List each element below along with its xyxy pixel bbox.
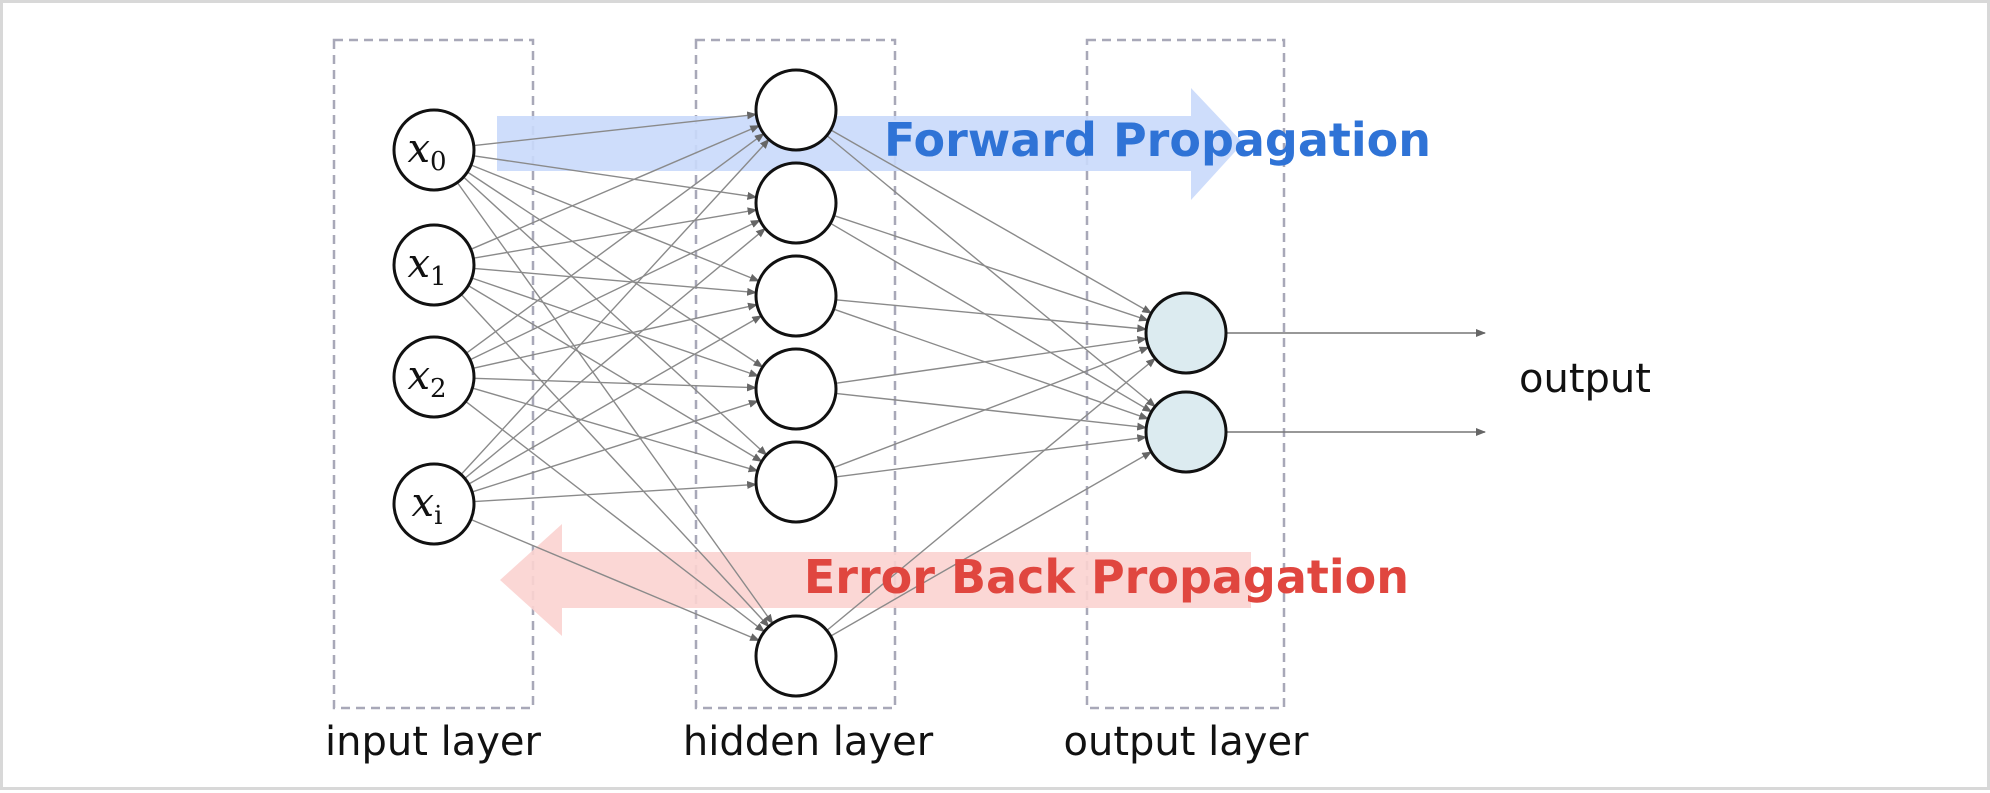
connection-edge	[826, 134, 1156, 408]
connection-edge	[460, 138, 770, 475]
input-node-symbol: x	[407, 353, 430, 399]
connection-edge	[473, 155, 758, 200]
connection-edge	[830, 129, 1153, 314]
connection-edge	[472, 387, 759, 473]
connection-edge	[473, 480, 758, 503]
connection-edge	[472, 302, 758, 369]
input-node: x1	[392, 223, 476, 307]
back-propagation-label: Error Back Propagation	[804, 550, 1409, 604]
connection-edge	[473, 207, 758, 259]
connection-edge	[470, 125, 761, 250]
connection-edge	[470, 518, 761, 642]
input-node: x0	[392, 108, 476, 192]
connection-edge	[470, 164, 760, 282]
forward-propagation-arrow	[497, 88, 1243, 200]
hidden-node	[754, 614, 838, 698]
hidden-layer-label: hidden layer	[683, 719, 934, 765]
connection-edge	[835, 434, 1148, 478]
connection-edge	[471, 400, 759, 493]
output-node	[1144, 390, 1228, 474]
hidden-node	[754, 440, 838, 524]
connection-edge	[473, 377, 757, 392]
back-propagation-arrow	[500, 524, 1251, 636]
output-node	[1144, 291, 1228, 375]
hidden-node	[754, 347, 838, 431]
svg-text:x2: x2	[407, 353, 446, 404]
connection-edge	[456, 182, 774, 625]
connection-edge	[473, 267, 758, 296]
connection-edge	[830, 451, 1153, 637]
input-node-subscript: 2	[430, 374, 447, 404]
hidden-node	[754, 68, 838, 152]
connection-edge	[833, 346, 1150, 469]
input-node-subscript: 0	[430, 147, 447, 177]
connection-edge	[467, 284, 763, 463]
input-node: xi	[392, 462, 476, 546]
input-node: x2	[392, 335, 476, 419]
input-layer-box	[332, 38, 535, 710]
connection-edge	[468, 315, 763, 485]
input-node-symbol: x	[407, 126, 430, 172]
connection-edge	[467, 171, 764, 368]
connection-edge	[471, 277, 760, 377]
connection-edge	[830, 222, 1153, 413]
connection-edge	[464, 227, 766, 479]
connection-edge	[833, 214, 1150, 322]
svg-text:x0: x0	[407, 126, 446, 177]
input-node-symbol: x	[407, 241, 430, 287]
forward-propagation-label: Forward Propagation	[884, 113, 1431, 167]
connection-edges	[456, 111, 1156, 642]
input-node-symbol: x	[412, 480, 435, 526]
svg-text:x1: x1	[407, 241, 446, 292]
connection-edge	[835, 299, 1148, 333]
hidden-node	[754, 161, 838, 245]
hidden-layer-box	[694, 38, 897, 710]
input-node-subscript: i	[434, 501, 442, 531]
connection-edge	[469, 219, 761, 361]
neural-network-diagram: Forward Propagation Error Back Propagati…	[325, 38, 1651, 765]
connection-edge	[833, 308, 1150, 420]
connection-edge	[835, 336, 1148, 384]
svg-text:xi: xi	[412, 480, 443, 531]
connection-edge	[465, 400, 766, 633]
connection-edge	[835, 392, 1148, 431]
input-layer-label: input layer	[325, 719, 542, 765]
connection-edge	[473, 111, 758, 147]
connection-edge	[465, 133, 765, 354]
output-label: output	[1519, 356, 1651, 402]
connection-edge	[460, 293, 770, 628]
hidden-node	[754, 254, 838, 338]
connection-edge	[463, 176, 768, 456]
output-arrows	[1226, 329, 1486, 436]
connection-edge	[826, 357, 1156, 632]
output-layer-label: output layer	[1064, 719, 1310, 765]
input-node-subscript: 1	[430, 262, 447, 292]
